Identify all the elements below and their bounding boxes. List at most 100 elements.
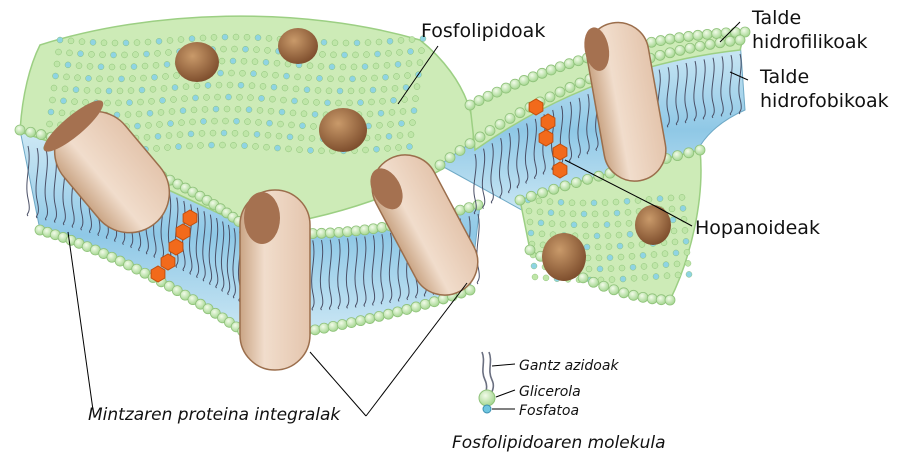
phospholipid-head [282, 85, 288, 91]
phospholipid-head [183, 84, 189, 90]
surface-protein [319, 108, 367, 152]
phospholipid-head [413, 96, 419, 102]
phospholipid-head [144, 51, 150, 57]
phospholipid-head [364, 52, 370, 58]
phospholipid-head [455, 145, 465, 155]
phospholipid-head [596, 255, 602, 261]
phospholipid-head [340, 64, 346, 70]
phospholipid-head [297, 147, 303, 153]
label-hopanoids: Hopanoideak [695, 217, 820, 239]
phospholipid-head [56, 49, 62, 55]
phospholipid-head [555, 87, 565, 97]
phospholipid-head [397, 49, 403, 55]
phospholipid-head [398, 37, 404, 43]
phospholipid-head [385, 145, 391, 151]
phospholipid-head [220, 142, 226, 148]
phospholipid-head [188, 131, 194, 137]
phospholipid-head [411, 302, 421, 312]
integral-protein [240, 190, 310, 370]
phospholipid-head [155, 50, 161, 56]
phospholipid-head [351, 64, 357, 70]
phospholipid-head [276, 133, 282, 139]
label-fatty-acids: Gantz azidoak [519, 355, 619, 377]
phospholipid-head [218, 70, 224, 76]
phospholipid-head [695, 145, 705, 155]
phospholipid-head [686, 271, 692, 277]
phospholipid-head [265, 132, 271, 138]
phospholipid-head [177, 132, 183, 138]
phospholipid-head [245, 119, 251, 125]
phospholipid-head [536, 198, 542, 204]
phospholipid-head [227, 82, 233, 88]
phospholipid-head [445, 153, 455, 163]
phospholipid-head [204, 94, 210, 100]
phospholipid-head [50, 97, 56, 103]
hopanoid-ring [176, 224, 190, 240]
phospholipid-head [320, 51, 326, 57]
phospholipid-head [67, 50, 73, 56]
phospholipid-head [619, 265, 625, 271]
phospholipid-head [51, 85, 57, 91]
phospholipid-head [246, 107, 252, 113]
phospholipid-head [265, 47, 271, 53]
label-phosphate: Fosfatoa [519, 400, 579, 422]
phospholipid-head [219, 58, 225, 64]
phospholipid-head [158, 109, 164, 115]
phospholipid-head [435, 160, 445, 170]
phospholipid-head [665, 48, 675, 58]
phospholipid-head [90, 39, 96, 45]
phospholipid-head [664, 273, 670, 279]
phospholipid-head [715, 38, 725, 48]
label-integral-proteins: Mintzaren proteina integralak [88, 404, 340, 426]
phospholipid-head [581, 211, 587, 217]
phospholipid-head [626, 220, 632, 226]
phospholipid-head [588, 277, 598, 287]
phospholipid-head [307, 63, 313, 69]
phospholipid-head [527, 219, 533, 225]
legend-glycerol-head [479, 390, 495, 406]
phospholipid-head [257, 107, 263, 113]
phospholipid-head [62, 86, 68, 92]
phospholipid-head [290, 110, 296, 116]
phospholipid-head [210, 130, 216, 136]
phospholipid-head [651, 252, 657, 258]
phospholipid-head [319, 323, 329, 333]
phospholipid-head [591, 200, 597, 206]
phospholipid-head [262, 71, 268, 77]
phospholipid-head [672, 239, 678, 245]
phospholipid-head [586, 266, 592, 272]
phospholipid-head [614, 210, 620, 216]
phospholipid-head [263, 59, 269, 65]
phospholipid-head [314, 99, 320, 105]
surface-protein [635, 205, 671, 245]
phospholipid-head [193, 95, 199, 101]
phospholipid-head [397, 132, 403, 138]
phospholipid-head [241, 58, 247, 64]
phospholipid-head [139, 87, 145, 93]
phospholipid-head [321, 39, 327, 45]
phospholipid-head [638, 292, 648, 302]
phospholipid-head [606, 244, 612, 250]
phospholipid-head [400, 108, 406, 114]
label-hydrophobic-line1: Talde [760, 66, 809, 88]
phospholipid-head [233, 34, 239, 40]
phospholipid-head [205, 82, 211, 88]
phospholipid-head [268, 108, 274, 114]
phospholipid-head [354, 40, 360, 46]
phospholipid-head [306, 75, 312, 81]
phospholipid-head [395, 61, 401, 67]
hopanoid-ring [553, 144, 567, 160]
phospholipid-head [292, 98, 298, 104]
phospholipid-head [543, 275, 549, 281]
phospholipid-head [343, 40, 349, 46]
phospholipid-head [377, 122, 383, 128]
phospholipid-head [628, 290, 638, 300]
phospholipid-head [405, 72, 411, 78]
phospholipid-head [537, 209, 543, 215]
phospholipid-head [142, 63, 148, 69]
phospholipid-head [483, 91, 493, 101]
phospholipid-head [408, 48, 414, 54]
phospholipid-head [582, 222, 588, 228]
phospholipid-head [705, 39, 715, 49]
hopanoid-ring [541, 114, 555, 130]
